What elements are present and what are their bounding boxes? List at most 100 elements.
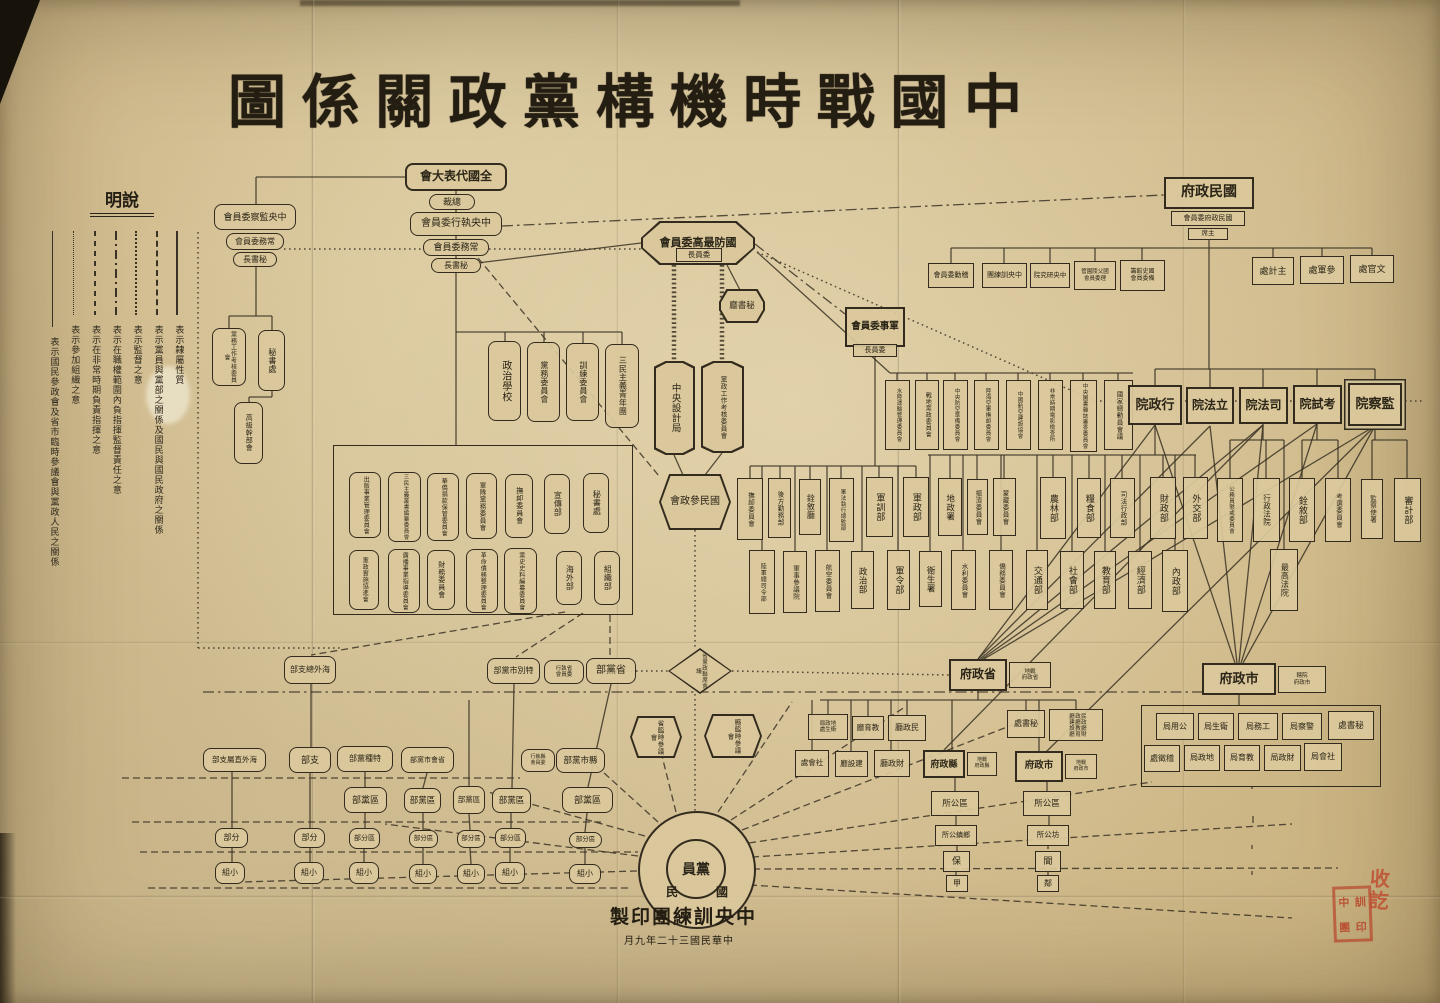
provincial-provisional-council: 省臨時參議會 xyxy=(630,716,682,758)
foreign-ministry: 外交部 xyxy=(1183,477,1208,539)
district-sub-branch: 部分區 xyxy=(495,828,526,848)
debt-settlement-committee: 革命債務整理委員會 xyxy=(466,549,498,613)
legend-entry: 表示隸屬性質 xyxy=(171,231,186,567)
csc-standing-committee: 會員委務常 xyxy=(226,233,284,250)
senior-cadre-council: 高級幹部會 xyxy=(234,402,263,464)
legend-entry: 表示監督之意 xyxy=(129,231,144,567)
national-defense-council: 會員委高最防國 xyxy=(641,221,755,265)
ndc-chairman: 長員委 xyxy=(676,248,722,262)
lu-unit: 閭 xyxy=(1035,851,1061,872)
constitution-promotion-assoc: 憲政實施協進會 xyxy=(349,550,379,610)
district-party-hq: 部黨區 xyxy=(453,786,485,814)
fang-office: 所公坊 xyxy=(1027,825,1069,846)
title-character: 構 xyxy=(595,70,654,135)
district-party-hq: 部黨區 xyxy=(562,787,613,813)
publisher-line: 製印團練訓央中 xyxy=(610,907,758,928)
provincial-government: 府政省 xyxy=(949,659,1007,691)
education-dept-provincial: 廳育教 xyxy=(852,716,884,740)
district-sub-branch: 部分區 xyxy=(569,832,602,848)
cec-standing-committee: 會員委務常 xyxy=(423,239,489,256)
organization-dept: 組織部 xyxy=(594,551,620,605)
county-city-party-hq: 部黨市縣 xyxy=(556,748,605,773)
special-city-party-hq: 部黨市別特 xyxy=(487,658,540,684)
interior-ministry: 內政部 xyxy=(1162,550,1188,612)
transport-mgmt-committee: 水陸運輸管理委員會 xyxy=(885,380,910,450)
county-provisional-council: 縣臨時參議會 xyxy=(704,714,762,758)
city-government-national: 府政市 xyxy=(1202,663,1276,695)
water-conservancy-committee: 水利委員會 xyxy=(951,550,976,610)
training-committee: 訓練委員會 xyxy=(566,343,599,421)
war-area-party-gov-committee: 戰地黨政委員會 xyxy=(915,380,939,450)
personnel-ministry: 銓敘部 xyxy=(1289,478,1315,542)
cec-secretariat: 秘書處 xyxy=(583,473,609,533)
district-sub-branch: 部分區 xyxy=(457,830,485,848)
aviation-construction-assoc: 中國航空建設協會 xyxy=(1006,380,1031,450)
legend-entry: 表示在非常時期負責指揮之意 xyxy=(88,231,103,567)
budget-office: 處計主 xyxy=(1252,257,1294,285)
legend-line-sample-dashes xyxy=(94,231,97,315)
legend-entry-text: 表示在職權範圍內負指揮監督責任之意 xyxy=(111,325,122,495)
district-party-hq: 部黨區 xyxy=(492,788,531,813)
military-operations-dept: 軍令部 xyxy=(887,550,910,610)
county-government: 府政縣 xyxy=(923,750,965,778)
city-govt-annotation: 轄院府政市 xyxy=(1278,666,1326,693)
administrative-court: 行政法院 xyxy=(1253,478,1280,542)
title-character: 黨 xyxy=(522,70,581,135)
legislative-yuan: 院法立 xyxy=(1186,387,1234,424)
district-office-city: 所公區 xyxy=(1023,791,1071,816)
land-admin-bureau: 地政署 xyxy=(938,478,962,536)
military-aides-office: 處軍參 xyxy=(1300,256,1344,284)
finance-ministry: 財政部 xyxy=(1150,477,1176,539)
central-supervisory-committee: 會員委察監央中 xyxy=(214,204,296,230)
legend-line-sample-longsolid xyxy=(52,231,55,327)
military-admin-dept: 軍政部 xyxy=(903,477,929,537)
city-bureaus-frame xyxy=(1141,705,1381,787)
army-general-hq: 陸軍總司令部 xyxy=(749,550,775,614)
youth-corps: 三民主義青年團 xyxy=(605,344,639,428)
scan-edge-smudge xyxy=(300,0,740,6)
health-bureau: 局生衛 xyxy=(1198,713,1234,740)
party-cell: 組小 xyxy=(495,862,525,884)
pension-commission: 撫卹委員會 xyxy=(737,478,763,540)
land-bureau-health-office: 局政地處生衛 xyxy=(808,714,848,740)
reconstruction-dept: 廳設建 xyxy=(835,751,868,777)
finance-committee: 財務委員會 xyxy=(427,550,455,610)
legend-entry: 表示國民參政會及省市臨時參議會與黨政人民之關係 xyxy=(46,231,61,567)
title-character: 圖 xyxy=(228,70,287,135)
provincial-govt-annotation: 地戰府政省 xyxy=(1009,662,1051,688)
examination-yuan: 院試考 xyxy=(1293,385,1342,424)
legend-entry-text: 表示黨員與黨部之關係及國民與國民政府之關係 xyxy=(153,325,164,535)
military-advisory-council: 軍事參議院 xyxy=(783,551,807,613)
ndc-secretariat: 廳書秘 xyxy=(719,289,765,323)
csc-secretariat: 秘書處 xyxy=(258,330,285,391)
cec-secretary-general: 長書秘 xyxy=(431,258,481,273)
provincial-city-party-hq: 部黨市會省 xyxy=(401,747,454,773)
finance-dept-provincial: 廳政財 xyxy=(874,750,910,777)
civil-affairs-dept: 廳政民 xyxy=(888,715,926,741)
title-character: 係 xyxy=(301,70,360,135)
central-planning-board: 中央設計局 xyxy=(654,361,695,455)
agriculture-forestry-ministry: 農林部 xyxy=(1040,477,1066,539)
social-affairs-office: 處會社 xyxy=(795,750,829,777)
print-credit: 製印團練訓央中 月九年二十三國民華中 xyxy=(610,902,790,947)
film-censorship-office: 非常時期電影檢查所 xyxy=(1038,380,1063,450)
public-utilities-bureau: 局用公 xyxy=(1156,713,1194,740)
party-gov-assessment-committee: 黨政工作考核委員會 xyxy=(701,361,744,453)
military-training-dept: 軍訓部 xyxy=(866,477,893,537)
sanmin-series-committee: 三民主義叢書編纂委員會 xyxy=(388,472,421,542)
party-work-assessment-committee: 黨務工作考核委員會 xyxy=(212,328,246,386)
overseas-chinese-commission: 僑務委員會 xyxy=(989,550,1013,610)
forces-pension-committee: 陸海空軍撫卹委員會 xyxy=(974,380,999,450)
provincial-party-hq: 部黨省 xyxy=(586,658,636,684)
district-office-county: 所公區 xyxy=(931,791,979,816)
provincial-secretariat: 處書秘 xyxy=(1007,710,1045,738)
propaganda-dept: 宣傳部 xyxy=(544,474,570,534)
disciplinary-sanctions-committee: 公務員懲戒委員會 xyxy=(1217,478,1243,542)
legend-line-sample-solid xyxy=(176,231,180,315)
judicial-admin-ministry: 司法行政部 xyxy=(1110,478,1135,538)
natgov-chairman: 席主 xyxy=(1188,228,1228,240)
party-cell: 組小 xyxy=(569,864,601,884)
public-works-bureau: 局務工 xyxy=(1238,713,1278,740)
legend-entry-text: 表示國民參政會及省市臨時參議會與黨政人民之關係 xyxy=(49,337,60,567)
provincial-departments: 民政廳財政廳教育廳建設廳 xyxy=(1049,709,1103,741)
